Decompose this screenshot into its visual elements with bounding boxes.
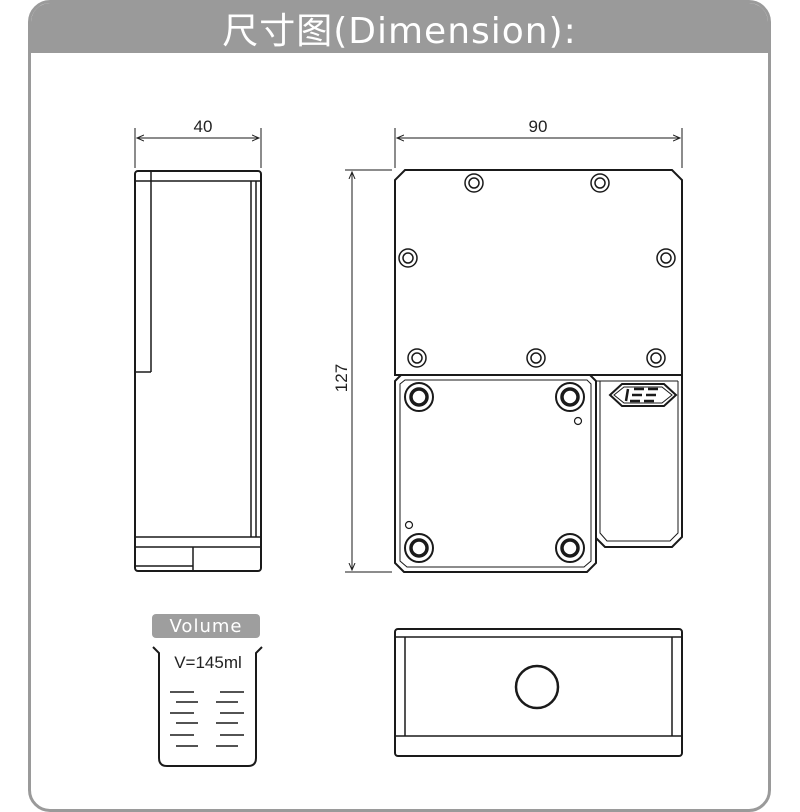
pump-block-screws (404, 382, 585, 563)
top-plate-outline (394, 169, 683, 376)
side-block-outline (595, 374, 683, 548)
bottom-view-outline (394, 628, 683, 757)
pump-block-outline (394, 374, 597, 573)
top-plate-screws (398, 173, 676, 368)
volume-label: Volume (152, 614, 260, 638)
front-view (345, 128, 683, 573)
front-width-label: 90 (529, 117, 548, 136)
front-height-label: 127 (332, 364, 351, 392)
port-hole (514, 664, 560, 710)
beaker-icon (152, 646, 263, 767)
side-view (134, 128, 262, 572)
volume-value: V=145ml (174, 653, 242, 672)
diagram-frame: 尺寸图(Dimension): (28, 0, 771, 812)
brand-logo (608, 383, 678, 407)
side-width-label: 40 (194, 117, 213, 136)
bottom-view (394, 628, 683, 757)
side-body-outline (134, 170, 262, 572)
page-title: 尺寸图(Dimension): (31, 3, 768, 53)
